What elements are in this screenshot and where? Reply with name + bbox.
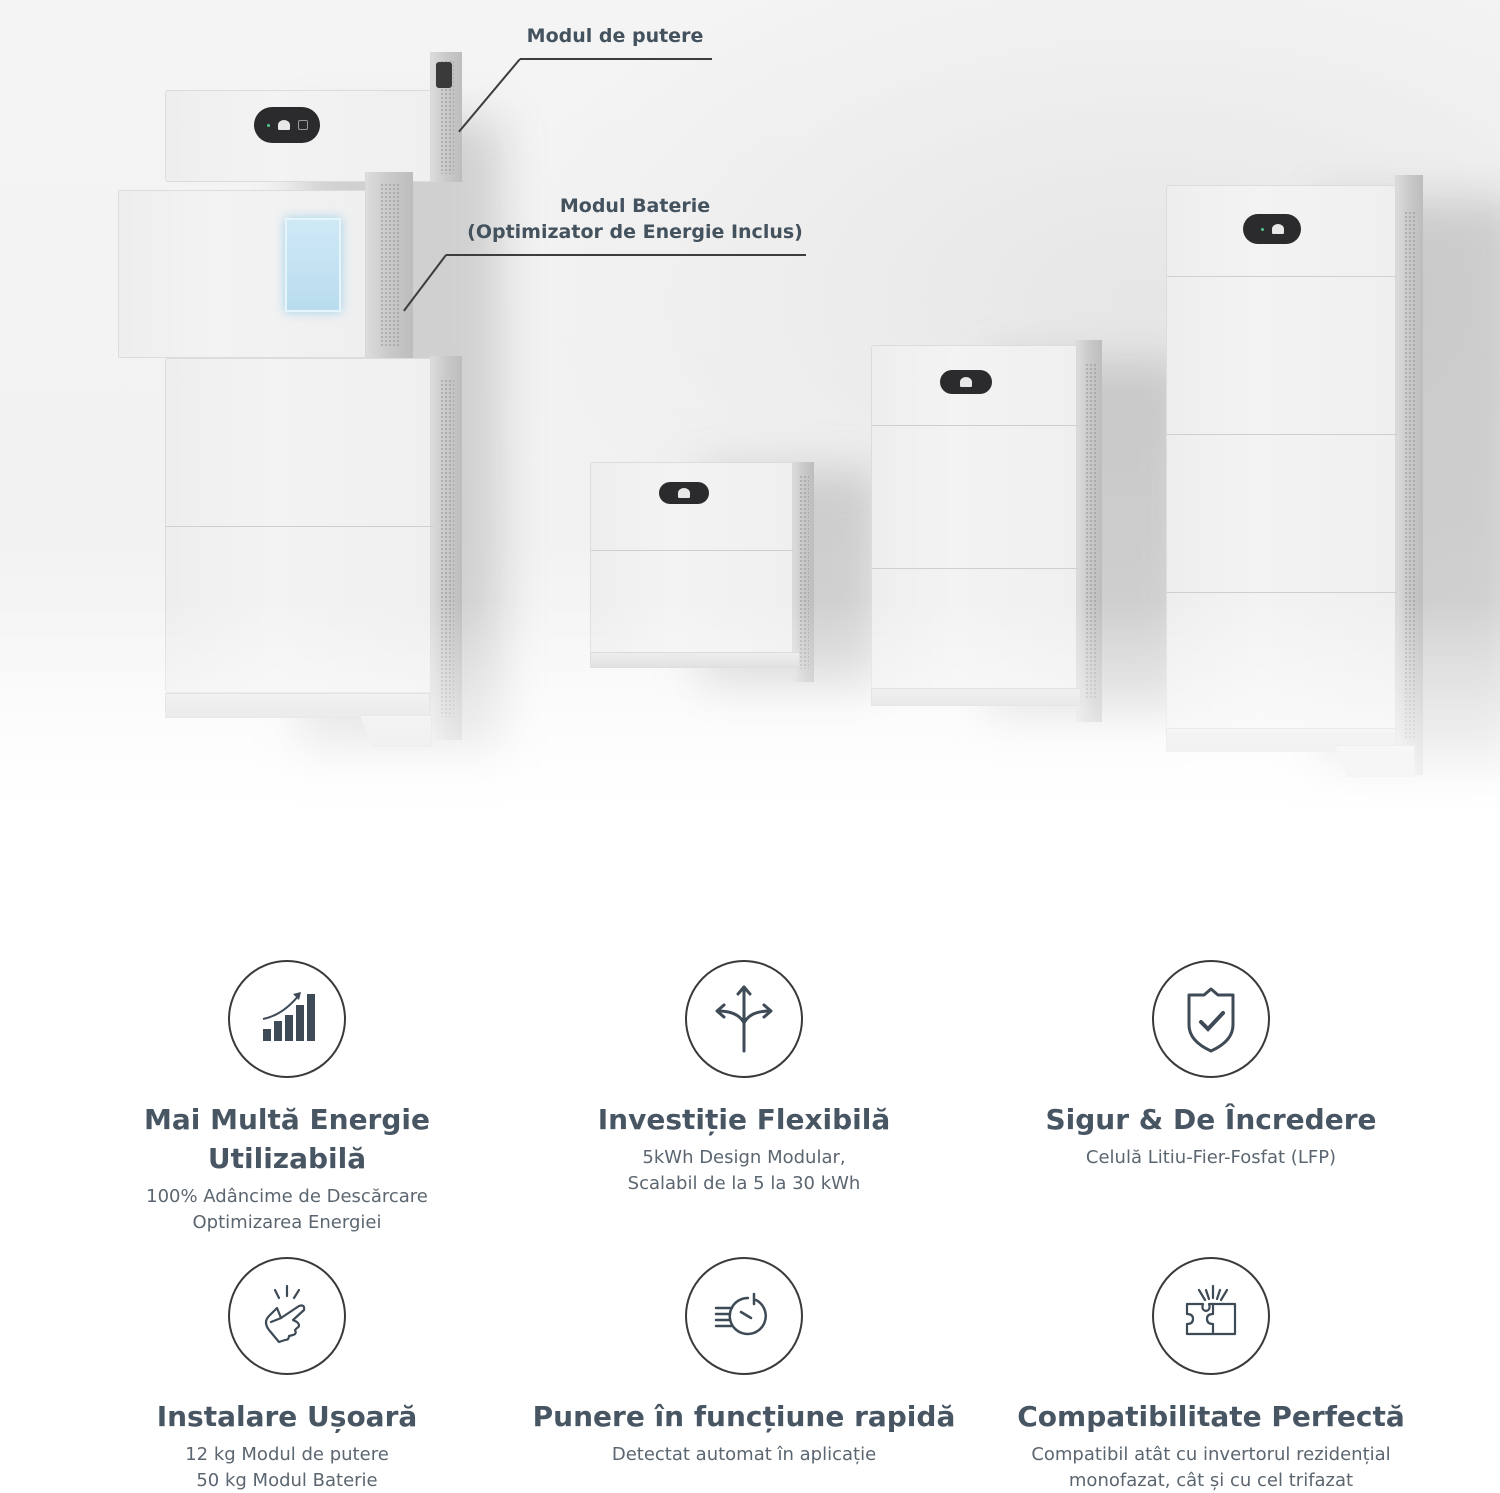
module-seam xyxy=(1167,592,1397,593)
callout-battery-module: Modul Baterie (Optimizator de Energie In… xyxy=(455,193,815,245)
feature-icon-circle xyxy=(685,1257,803,1375)
feature-title: Instalare Ușoară xyxy=(156,1400,418,1433)
module-seam xyxy=(872,568,1078,569)
puzzle-fit-icon xyxy=(1185,1284,1237,1336)
callout-battery-line1: Modul Baterie xyxy=(559,195,711,217)
feature-title: Punere în funcțiune rapidă xyxy=(532,1400,956,1433)
display-panel xyxy=(659,482,709,504)
callout-power-module: Modul de putere xyxy=(526,25,704,47)
status-led-icon xyxy=(1260,227,1264,231)
feature-usable-energy: Mai Multă Energie Utilizabilă 100% Adânc… xyxy=(57,960,517,1236)
energy-optimizer-glow xyxy=(285,218,341,312)
module-seam xyxy=(1167,276,1397,277)
floor-fade xyxy=(0,600,1500,900)
status-led-icon xyxy=(266,123,270,127)
display-panel xyxy=(1243,214,1301,244)
feature-icon-circle xyxy=(1152,960,1270,1078)
feature-safe-reliable: Sigur & De Încredere Celulă Litiu-Fier-F… xyxy=(981,960,1441,1171)
feature-description: Detectat automat în aplicație xyxy=(611,1444,877,1465)
display-panel xyxy=(940,370,992,394)
finger-snap-icon xyxy=(264,1284,306,1344)
feature-description: Celulă Litiu-Fier-Fosfat (LFP) xyxy=(1085,1147,1337,1168)
brand-logo-icon xyxy=(277,120,290,130)
module-seam xyxy=(1167,434,1397,435)
feature-perfect-compatibility: Compatibilitate Perfectă Compatibil atât… xyxy=(981,1257,1441,1493)
callout-leader-line xyxy=(446,254,806,256)
power-connector xyxy=(436,62,452,88)
product-hero-image: Modul de putere Modul Baterie (Optimizat… xyxy=(0,0,1500,900)
brand-logo-icon xyxy=(960,377,972,387)
bar-chart-growth-icon xyxy=(262,992,315,1041)
feature-description: 12 kg Modul de putere 50 kg Modul Bateri… xyxy=(185,1444,389,1491)
display-panel xyxy=(254,107,320,143)
battery-module-side xyxy=(365,172,413,358)
feature-icon-circle xyxy=(685,960,803,1078)
callout-leader-line xyxy=(520,58,712,60)
feature-description: 100% Adâncime de Descărcare Optimizarea … xyxy=(146,1186,428,1233)
feature-quick-commissioning: Punere în funcțiune rapidă Detectat auto… xyxy=(514,1257,974,1468)
feature-description: 5kWh Design Modular, Scalabil de la 5 la… xyxy=(627,1147,861,1194)
feature-flexible-investment: Investiție Flexibilă 5kWh Design Modular… xyxy=(514,960,974,1197)
brand-logo-icon xyxy=(1271,224,1284,234)
feature-title: Sigur & De Încredere xyxy=(1045,1103,1377,1136)
feature-icon-circle xyxy=(228,960,346,1078)
module-seam xyxy=(872,425,1078,426)
callout-battery-line2: (Optimizator de Energie Inclus) xyxy=(467,221,803,243)
feature-title: Investiție Flexibilă xyxy=(597,1103,891,1136)
feature-icon-circle xyxy=(228,1257,346,1375)
brand-logo-icon xyxy=(678,488,690,498)
home-icon xyxy=(297,120,308,130)
feature-title: Mai Multă Energie Utilizabilă xyxy=(143,1103,430,1175)
fast-timer-icon xyxy=(714,1292,767,1336)
shield-check-icon xyxy=(1187,987,1235,1053)
feature-title: Compatibilitate Perfectă xyxy=(1017,1400,1405,1433)
branching-arrows-icon xyxy=(715,985,773,1053)
feature-easy-install: Instalare Ușoară 12 kg Modul de putere 5… xyxy=(57,1257,517,1493)
feature-icon-circle xyxy=(1152,1257,1270,1375)
module-seam xyxy=(166,526,434,527)
module-seam xyxy=(591,550,794,551)
feature-description: Compatibil atât cu invertorul rezidenția… xyxy=(1031,1444,1391,1491)
